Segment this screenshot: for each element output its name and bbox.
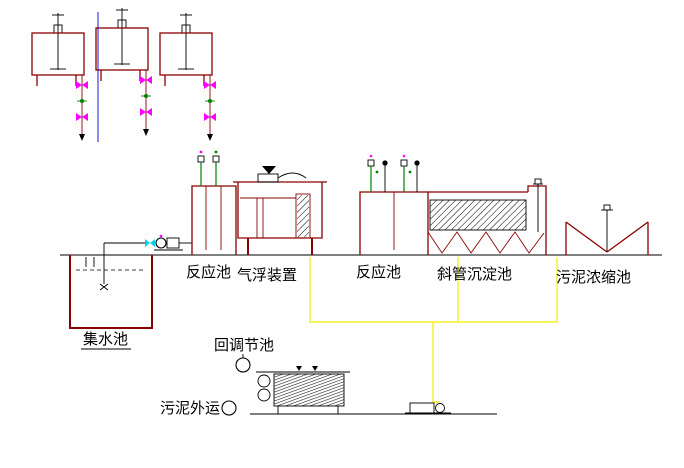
pump-icon [155,237,167,249]
dosing-tank-group [31,7,217,142]
roller-icon [257,388,271,402]
label-sludge-thickener: 污泥浓缩池 [556,269,631,286]
mixer-icon [367,154,420,192]
scraper-motor-icon [257,166,307,183]
belt-filter-press [256,366,350,414]
inclined-tube-settler [427,178,547,255]
label-collection-tank: 集水池 [83,331,128,348]
air-flotation-unit [233,166,327,255]
mixer-icon [197,150,220,186]
label-sludge-hauling: 污泥外运 [160,400,220,417]
dosing-tank-3 [159,12,217,142]
label-air-flotation: 气浮装置 [237,267,297,284]
collection-tank [69,243,153,329]
pump-icon [435,403,445,413]
sludge-pipeline [309,257,558,403]
reaction-tank-2 [359,154,429,255]
press-belt-hatch [274,374,344,406]
label-reaction-tank-2: 反应池 [356,263,401,281]
circle-tag-icon [235,357,251,373]
sludge-thickener [565,204,649,255]
inclined-tube-hatch [430,200,526,230]
circle-tag-icon [221,400,237,416]
label-return-regulation-tank: 回调节池 [214,337,274,354]
sludge-hoppers [427,231,545,254]
cyan-valve-icon [145,239,155,247]
reaction-tank-1 [191,150,237,255]
label-reaction-tank-1: 反应池 [186,263,231,281]
sludge-out-symbol [221,400,237,416]
sludge-pump [405,402,451,414]
label-inclined-tube-settler: 斜管沉淀池 [437,266,512,283]
roller-icon [257,374,271,388]
regulation-tank-symbol [235,354,251,373]
dosing-tank-1 [31,12,89,142]
feed-pump [104,234,192,251]
dosing-tank-2 [95,7,153,137]
